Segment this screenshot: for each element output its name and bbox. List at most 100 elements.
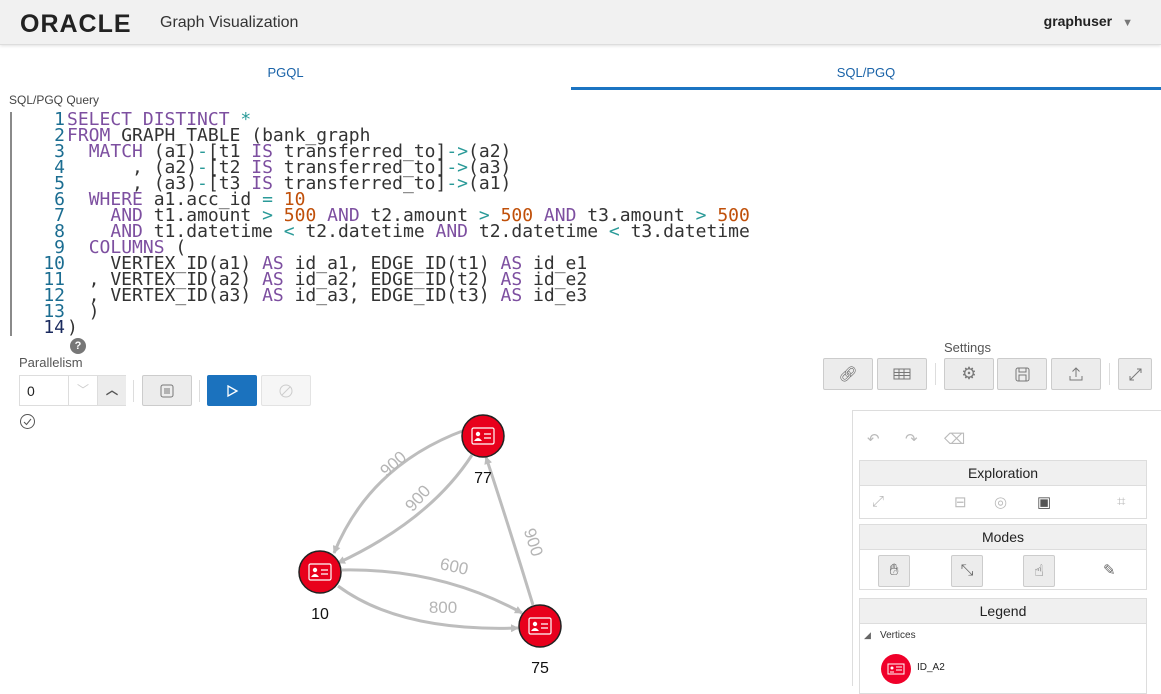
code-line[interactable]: 8 AND t1.datetime < t2.datetime AND t2.d… <box>12 221 810 242</box>
code-token: AS <box>262 253 295 274</box>
fullscreen-button[interactable] <box>1118 358 1152 390</box>
expand-icon[interactable]: ⤢ <box>872 493 885 510</box>
graph-vertex[interactable]: 77 <box>461 414 505 487</box>
ungroup-icon[interactable]: ⌗ <box>1117 493 1126 510</box>
code-token: AND <box>110 205 154 226</box>
code-token: id_e3 <box>533 285 588 306</box>
code-token: id_a2, EDGE_ID(t2) <box>294 269 501 290</box>
tab-pgql[interactable]: PGQL <box>267 65 304 80</box>
code-token: < <box>283 221 306 242</box>
code-token: > <box>478 205 501 226</box>
code-token: -> <box>446 141 469 162</box>
code-line[interactable]: 11 , VERTEX_ID(a2) AS id_a2, EDGE_ID(t2)… <box>12 269 810 290</box>
graph-vertex[interactable]: 75 <box>518 604 562 677</box>
code-line[interactable]: 5 , (a3)-[t3 IS transferred_to]->(a1) <box>12 173 810 194</box>
modes-header[interactable]: Modes <box>859 524 1147 550</box>
code-line[interactable]: 13 ) <box>12 301 810 322</box>
graph-edge[interactable] <box>484 456 535 606</box>
parallelism-input[interactable]: 0 ﹀ ︿ <box>19 375 126 406</box>
code-token: 500 <box>717 205 750 226</box>
code-token: t2.amount <box>370 205 479 226</box>
code-token: a1.acc_id <box>153 189 263 210</box>
code-token: AND <box>327 205 371 226</box>
graph-edge[interactable] <box>341 568 523 615</box>
edge-label: 900 <box>401 481 434 515</box>
increment-button[interactable]: ︿ <box>97 376 126 405</box>
code-line[interactable]: 10 VERTEX_ID(a1) AS id_a1, EDGE_ID(t1) A… <box>12 253 810 274</box>
undo-icon[interactable]: ↶ <box>867 431 880 448</box>
save-button[interactable] <box>997 358 1047 390</box>
line-number: 12 <box>43 285 65 306</box>
select-mode-button[interactable]: ☝︎ <box>1023 555 1055 587</box>
user-menu[interactable]: graphuser ▼ <box>1044 13 1133 29</box>
shrink-icon: ⤡ <box>960 562 974 579</box>
legend-header[interactable]: Legend <box>859 598 1147 624</box>
line-number: 2 <box>54 125 65 146</box>
code-token: ) <box>67 301 100 322</box>
code-token: IS <box>251 157 284 178</box>
redo-icon[interactable]: ↷ <box>905 431 918 448</box>
code-token: t2.datetime <box>478 221 609 242</box>
edge-label: 900 <box>520 526 547 559</box>
decrement-button[interactable]: ﹀ <box>68 376 97 405</box>
edge-label: 600 <box>438 554 470 578</box>
table-view-button[interactable] <box>877 358 927 390</box>
code-token: [t3 <box>207 173 252 194</box>
user-name: graphuser <box>1043 13 1113 29</box>
code-token: IS <box>251 141 284 162</box>
code-line[interactable]: 6 WHERE a1.acc_id = 10 <box>12 189 810 210</box>
id-card-icon <box>528 617 552 635</box>
collapse-icon[interactable]: ⊟ <box>954 494 967 511</box>
select-group-icon[interactable]: ▣ <box>1037 494 1052 511</box>
vertex-label: 10 <box>311 606 329 623</box>
code-token: - <box>197 157 208 178</box>
help-icon[interactable]: ? <box>70 338 86 354</box>
focus-icon[interactable]: ◎ <box>994 494 1008 511</box>
code-token: 500 <box>500 205 544 226</box>
line-number: 8 <box>54 221 65 242</box>
id-card-icon <box>308 563 332 581</box>
format-query-button[interactable] <box>142 375 192 406</box>
link-icon: 🔗︎ <box>838 366 858 383</box>
code-line[interactable]: 12 , VERTEX_ID(a3) AS id_a3, EDGE_ID(t3)… <box>12 285 810 306</box>
code-token: ) <box>67 317 78 338</box>
code-token: (a2) <box>468 141 512 162</box>
compact-mode-button[interactable]: ⤡ <box>951 555 983 587</box>
graph-edge[interactable] <box>332 428 466 554</box>
run-query-button[interactable] <box>207 375 257 406</box>
parallelism-label: Parallelism <box>19 355 83 370</box>
line-number: 13 <box>43 301 65 322</box>
exploration-header[interactable]: Exploration <box>859 460 1147 486</box>
code-line[interactable]: 4 , (a2)-[t2 IS transferred_to]->(a3) <box>12 157 810 178</box>
chevron-down-icon: ▼ <box>1122 17 1133 29</box>
code-token: GRAPH_TABLE (bank_graph <box>121 125 371 146</box>
code-line[interactable]: 14) <box>12 317 810 338</box>
code-line[interactable]: 3 MATCH (a1)-[t1 IS transferred_to]->(a2… <box>12 141 810 162</box>
settings-button[interactable]: ⚙ <box>944 358 994 390</box>
pan-mode-button[interactable]: ✋︎ <box>878 555 910 587</box>
code-line[interactable]: 7 AND t1.amount > 500 AND t2.amount > 50… <box>12 205 810 226</box>
code-line[interactable]: 9 COLUMNS ( <box>12 239 810 257</box>
code-token: [t1 <box>207 141 252 162</box>
cancel-query-button[interactable] <box>261 375 311 406</box>
code-token: > <box>262 205 284 226</box>
eraser-icon[interactable]: ⌫ <box>944 431 966 448</box>
line-number: 6 <box>54 189 65 210</box>
graph-edge[interactable] <box>337 584 519 633</box>
vertex-label: 77 <box>474 470 492 487</box>
export-button[interactable] <box>1051 358 1101 390</box>
tab-sql-pgq[interactable]: SQL/PGQ <box>571 58 1161 90</box>
code-token: t1.datetime <box>153 221 284 242</box>
code-token: , VERTEX_ID(a3) <box>67 285 263 306</box>
collapse-triangle-icon[interactable]: ◢ <box>864 630 871 640</box>
code-token: , (a2) <box>67 157 198 178</box>
legend-vertices-label: Vertices <box>880 630 916 641</box>
graph-vertex[interactable]: 10 <box>298 550 342 623</box>
graph-edge[interactable] <box>337 454 474 565</box>
edit-icon[interactable]: ✎ <box>1103 562 1116 579</box>
link-button[interactable]: 🔗︎ <box>823 358 873 390</box>
